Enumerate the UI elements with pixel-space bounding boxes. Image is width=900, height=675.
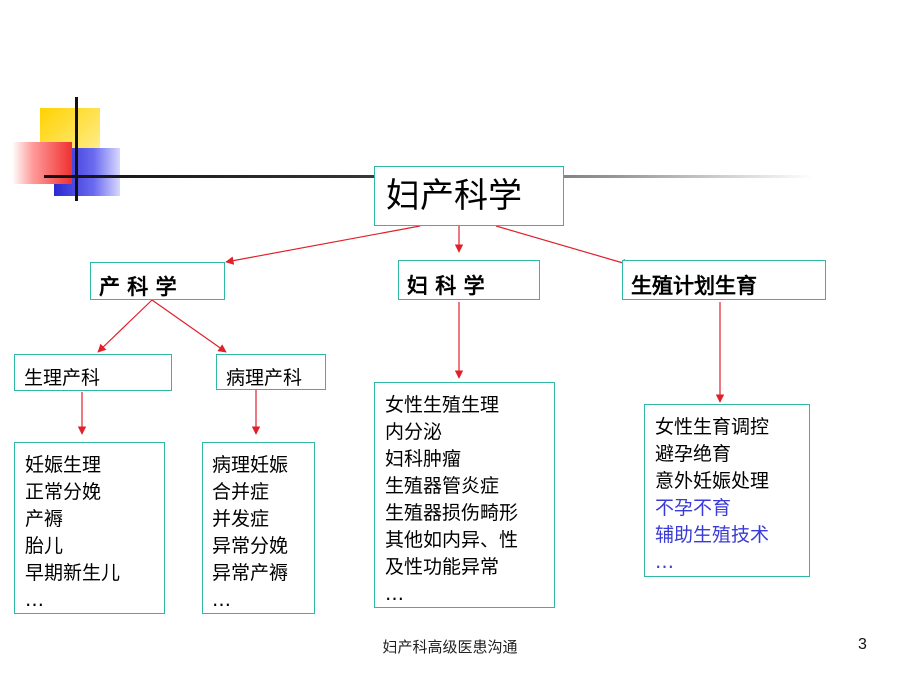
list-item: … bbox=[25, 589, 44, 611]
node-gynecology-label: 妇 科 学 bbox=[407, 274, 485, 298]
node-gynecology: 妇 科 学 bbox=[398, 260, 540, 300]
node-physiological-obstetrics: 生理产科 bbox=[14, 354, 172, 391]
node-family-planning: 生殖计划生育 bbox=[622, 260, 826, 300]
list-item: 早期新生儿 bbox=[25, 562, 121, 584]
arrow-obstetrics-physiological bbox=[97, 299, 153, 353]
list-item: 合并症 bbox=[212, 481, 270, 503]
arrow-root-obstetrics bbox=[225, 225, 421, 265]
list-item: 生殖器损伤畸形 bbox=[385, 502, 519, 524]
list-item: 女性生育调控 bbox=[655, 416, 770, 438]
list-item: 产褥 bbox=[25, 508, 64, 530]
list-physiological-items: 妊娠生理 正常分娩 产褥 胎儿 早期新生儿 … bbox=[14, 442, 165, 614]
list-item: 病理妊娠 bbox=[212, 454, 289, 476]
list-family-planning-items: 女性生育调控 避孕绝育 意外妊娠处理 不孕不育 辅助生殖技术 … bbox=[644, 404, 810, 577]
list-item: 正常分娩 bbox=[25, 481, 102, 503]
root-title: 妇产科学 bbox=[386, 176, 522, 216]
list-pathological-items: 病理妊娠 合并症 并发症 异常分娩 异常产褥 … bbox=[202, 442, 315, 614]
node-obstetrics-label: 产 科 学 bbox=[99, 275, 177, 299]
list-gynecology-items: 女性生殖生理 内分泌 妇科肿瘤 生殖器管炎症 生殖器损伤畸形 其他如内异、性 及… bbox=[374, 382, 555, 608]
list-item: 妊娠生理 bbox=[25, 454, 102, 476]
list-item: 及性功能异常 bbox=[385, 556, 500, 578]
page-number: 3 bbox=[858, 636, 867, 653]
list-item: 胎儿 bbox=[25, 535, 64, 557]
list-item: 辅助生殖技术 bbox=[655, 524, 770, 546]
list-item: 意外妊娠处理 bbox=[655, 470, 770, 492]
list-item: 并发症 bbox=[212, 508, 270, 530]
vertical-rule bbox=[75, 97, 78, 201]
footer-text: 妇产科高级医患沟通 bbox=[382, 638, 518, 656]
list-item: 其他如内异、性 bbox=[385, 529, 519, 551]
list-item: 内分泌 bbox=[385, 421, 443, 443]
list-item: 避孕绝育 bbox=[655, 443, 732, 465]
list-item: 女性生殖生理 bbox=[385, 394, 500, 416]
list-item: 异常分娩 bbox=[212, 535, 289, 557]
node-family-planning-label: 生殖计划生育 bbox=[631, 274, 757, 298]
node-physiological-label: 生理产科 bbox=[24, 367, 101, 389]
root-node: 妇产科学 bbox=[374, 166, 564, 226]
list-item: 生殖器管炎症 bbox=[385, 475, 500, 497]
node-pathological-obstetrics: 病理产科 bbox=[216, 354, 326, 390]
list-item: … bbox=[385, 583, 404, 605]
list-item: … bbox=[655, 551, 674, 573]
arrow-root-family-planning bbox=[495, 225, 631, 267]
list-item: … bbox=[212, 589, 231, 611]
node-pathological-label: 病理产科 bbox=[226, 367, 303, 389]
list-item: 异常产褥 bbox=[212, 562, 289, 584]
list-item: 不孕不育 bbox=[655, 497, 732, 519]
arrow-obstetrics-pathological bbox=[151, 299, 227, 353]
node-obstetrics: 产 科 学 bbox=[90, 262, 225, 300]
list-item: 妇科肿瘤 bbox=[385, 448, 462, 470]
